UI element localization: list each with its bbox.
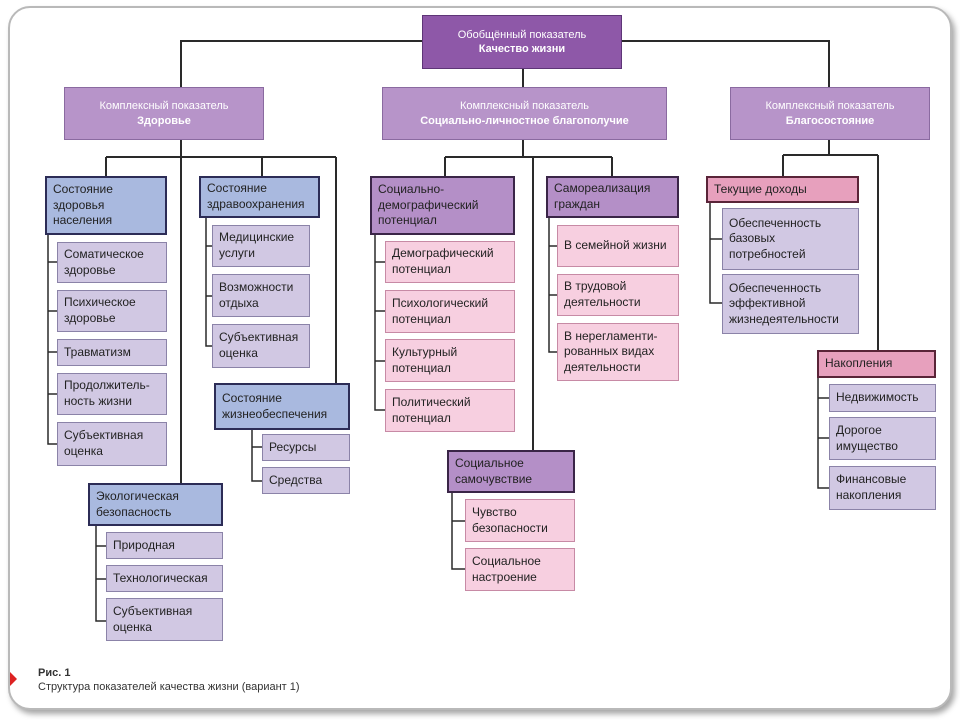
item-labor-activity: В трудовой деятельности (557, 274, 679, 316)
item-label: Недвижимость (836, 390, 919, 405)
item-technological: Технологическая (106, 565, 223, 592)
header-label: Социально-демографический потенциал (378, 182, 479, 228)
header-label: Самореализация граждан (554, 181, 651, 211)
item-label: Субъективная оценка (64, 428, 144, 458)
root-box-quality-of-life: Обобщённый показатель Качество жизни (422, 15, 622, 69)
level2-label: Комплексный показатель (765, 100, 895, 113)
item-label: Дорогое имущество (836, 422, 898, 453)
item-family-life: В семейной жизни (557, 225, 679, 267)
root-title: Качество жизни (478, 43, 566, 55)
item-real-estate: Недвижимость (829, 384, 936, 412)
item-political-potential: Политический потенциал (385, 389, 515, 432)
triangle-marker-icon (10, 672, 17, 686)
item-social-mood: Социальное настроение (465, 548, 575, 591)
header-savings: Накопления (817, 350, 936, 378)
item-label: Средства (269, 472, 323, 487)
item-mental-health: Психическое здоровье (57, 290, 167, 332)
item-label: В семейной жизни (564, 238, 667, 253)
item-leisure-opportunities: Возможности отдыха (212, 274, 310, 317)
item-label: Природная (113, 537, 175, 552)
item-cultural-potential: Культурный потенциал (385, 339, 515, 382)
item-label: Субъективная оценка (113, 603, 193, 634)
item-label: Продолжитель-ность жизни (64, 378, 150, 408)
header-self-realization: Самореализация граждан (546, 176, 679, 218)
header-label: Накопления (825, 356, 893, 371)
header-label: Состояние здоровья населения (53, 182, 113, 228)
header-label: Текущие доходы (714, 181, 807, 196)
item-label: Медицинские услуги (219, 230, 295, 260)
item-somatic-health: Соматическое здоровье (57, 242, 167, 283)
header-life-support: Состояние жизнеобеспечения (214, 383, 350, 430)
item-label: Демографический потенциал (392, 246, 494, 276)
header-current-income: Текущие доходы (706, 176, 859, 203)
item-effective-life-provision: Обеспеченность эффективной жизнедеятельн… (722, 274, 859, 334)
item-label: Обеспеченность базовых потребностей (729, 215, 822, 261)
item-resources: Ресурсы (262, 434, 350, 461)
item-label: Соматическое здоровье (64, 246, 144, 277)
figure-caption: Структура показателей качества жизни (ва… (38, 681, 300, 693)
item-label: Чувство безопасности (472, 504, 548, 535)
item-label: В нерегламенти-рованных видах деятельнос… (564, 328, 658, 374)
item-label: Психическое здоровье (64, 295, 136, 325)
item-life-expectancy: Продолжитель-ность жизни (57, 373, 167, 415)
level2-social-box: Комплексный показатель Социально-личност… (382, 87, 667, 140)
item-sense-of-security: Чувство безопасности (465, 499, 575, 542)
header-label: Экологическая безопасность (96, 488, 179, 519)
item-label: Субъективная оценка (219, 330, 299, 360)
header-healthcare: Состояние здравоохранения (199, 176, 320, 218)
item-label: Технологическая (113, 570, 208, 585)
level2-wealth-box: Комплексный показатель Благосостояние (730, 87, 930, 140)
level2-title: Здоровье (137, 114, 191, 127)
item-medical-services: Медицинские услуги (212, 225, 310, 267)
item-valuable-property: Дорогое имущество (829, 417, 936, 460)
item-psychological-potential: Психологический потенциал (385, 290, 515, 333)
level2-title: Социально-личностное благополучие (420, 114, 629, 127)
header-label: Социальное самочувствие (455, 455, 533, 486)
item-label: Возможности отдыха (219, 279, 294, 310)
item-label: Политический потенциал (392, 394, 471, 425)
item-injuries: Травматизм (57, 339, 167, 366)
item-natural: Природная (106, 532, 223, 559)
level2-label: Комплексный показатель (459, 100, 590, 113)
header-social-wellbeing: Социальное самочувствие (447, 450, 575, 493)
header-label: Состояние жизнеобеспечения (222, 390, 328, 421)
header-label: Состояние здравоохранения (207, 181, 305, 211)
item-unregulated-activities: В нерегламенти-рованных видах деятельнос… (557, 323, 679, 381)
item-subjective-assessment: Субъективная оценка (212, 324, 310, 368)
item-basic-needs-provision: Обеспеченность базовых потребностей (722, 208, 859, 270)
level2-label: Комплексный показатель (99, 100, 229, 113)
item-means: Средства (262, 467, 350, 494)
figure-number: Рис. 1 (38, 667, 71, 679)
item-label: Обеспеченность эффективной жизнедеятельн… (729, 280, 839, 326)
item-label: Финансовые накопления (836, 472, 907, 502)
header-socio-demographic-potential: Социально-демографический потенциал (370, 176, 515, 235)
item-demographic-potential: Демографический потенциал (385, 241, 515, 283)
root-label: Обобщённый показатель (457, 28, 587, 41)
item-label: В трудовой деятельности (564, 279, 641, 309)
header-ecological-safety: Экологическая безопасность (88, 483, 223, 526)
item-subjective-assessment: Субъективная оценка (106, 598, 223, 641)
item-label: Травматизм (64, 344, 131, 359)
header-population-health: Состояние здоровья населения (45, 176, 167, 235)
item-label: Психологический потенциал (392, 295, 489, 326)
item-label: Культурный потенциал (392, 344, 458, 375)
level2-health-box: Комплексный показатель Здоровье (64, 87, 264, 140)
level2-title: Благосостояние (785, 114, 875, 127)
item-label: Социальное настроение (472, 553, 541, 584)
item-financial-savings: Финансовые накопления (829, 466, 936, 510)
item-label: Ресурсы (269, 439, 317, 454)
item-subjective-assessment: Субъективная оценка (57, 422, 167, 466)
